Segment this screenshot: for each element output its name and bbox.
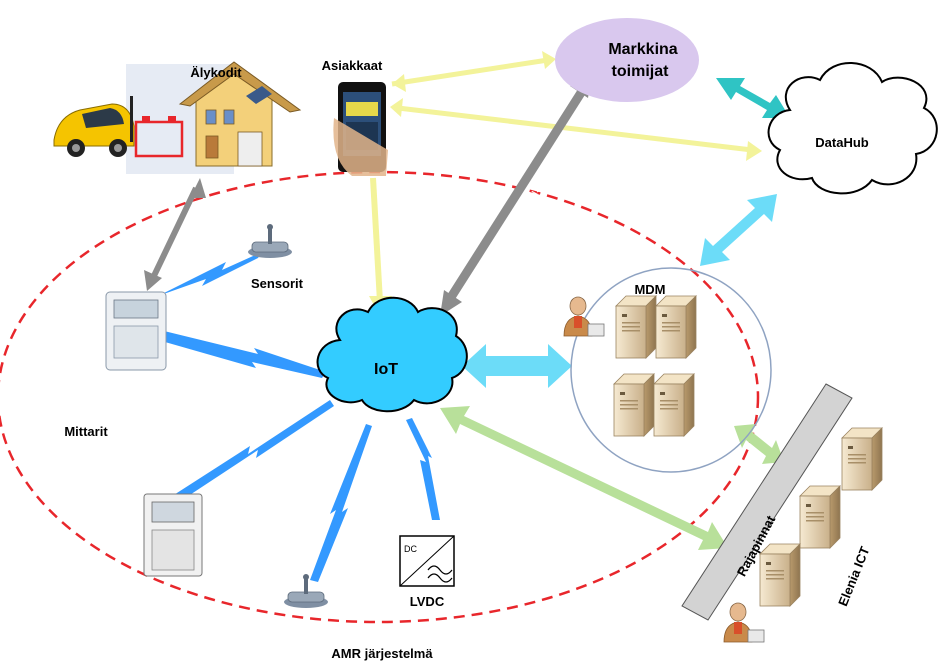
battery-icon bbox=[130, 96, 184, 158]
electricity-meter-icon bbox=[143, 493, 203, 577]
operator-icon bbox=[723, 602, 765, 643]
electric-car-icon bbox=[53, 103, 135, 157]
server-icon bbox=[799, 485, 841, 549]
server-icon bbox=[655, 295, 697, 359]
server-icon bbox=[613, 373, 655, 437]
datahub-label: DataHub bbox=[815, 135, 869, 150]
operator-icon bbox=[563, 296, 605, 337]
server-icon bbox=[759, 543, 801, 607]
green-arrows bbox=[440, 406, 784, 550]
iot-label: IoT bbox=[374, 361, 398, 378]
sensor-icon bbox=[283, 573, 329, 609]
house-icon bbox=[178, 61, 302, 167]
datahub-cloud bbox=[767, 62, 938, 195]
amr-system-label: AMR järjestelmä bbox=[331, 646, 433, 661]
smart-homes-group bbox=[53, 61, 302, 174]
light-blue-arrows bbox=[462, 194, 777, 388]
converter-icon: DC bbox=[399, 535, 455, 587]
mdm-label: MDM bbox=[634, 282, 665, 297]
customers-label: Asiakkaat bbox=[322, 58, 383, 73]
market-players-node bbox=[555, 18, 699, 102]
server-icon bbox=[653, 373, 695, 437]
smart-homes-label: Älykodit bbox=[190, 65, 242, 80]
iot-cloud bbox=[316, 296, 468, 413]
gray-arrows bbox=[144, 74, 592, 316]
server-icon bbox=[615, 295, 657, 359]
teal-arrow bbox=[716, 78, 790, 118]
svg-text:DC: DC bbox=[404, 544, 417, 554]
interfaces-rail bbox=[681, 383, 853, 621]
server-icon bbox=[841, 427, 883, 491]
meters-label: Mittarit bbox=[64, 424, 108, 439]
elenia-ict-label: Elenia ICT bbox=[835, 544, 872, 608]
smartphone-icon bbox=[333, 82, 388, 176]
sensor-icon bbox=[247, 223, 293, 259]
market-players-label-line1: Markkina bbox=[608, 41, 677, 58]
yellow-arrows bbox=[369, 51, 762, 318]
mdm-servers bbox=[613, 295, 697, 437]
market-players-label-line2: toimijat bbox=[612, 63, 670, 80]
electricity-meter-icon bbox=[105, 291, 167, 371]
sensors-label: Sensorit bbox=[251, 276, 304, 291]
wireless-links bbox=[158, 252, 440, 582]
mdm-boundary bbox=[570, 267, 772, 473]
lvdc-label: LVDC bbox=[410, 594, 445, 609]
